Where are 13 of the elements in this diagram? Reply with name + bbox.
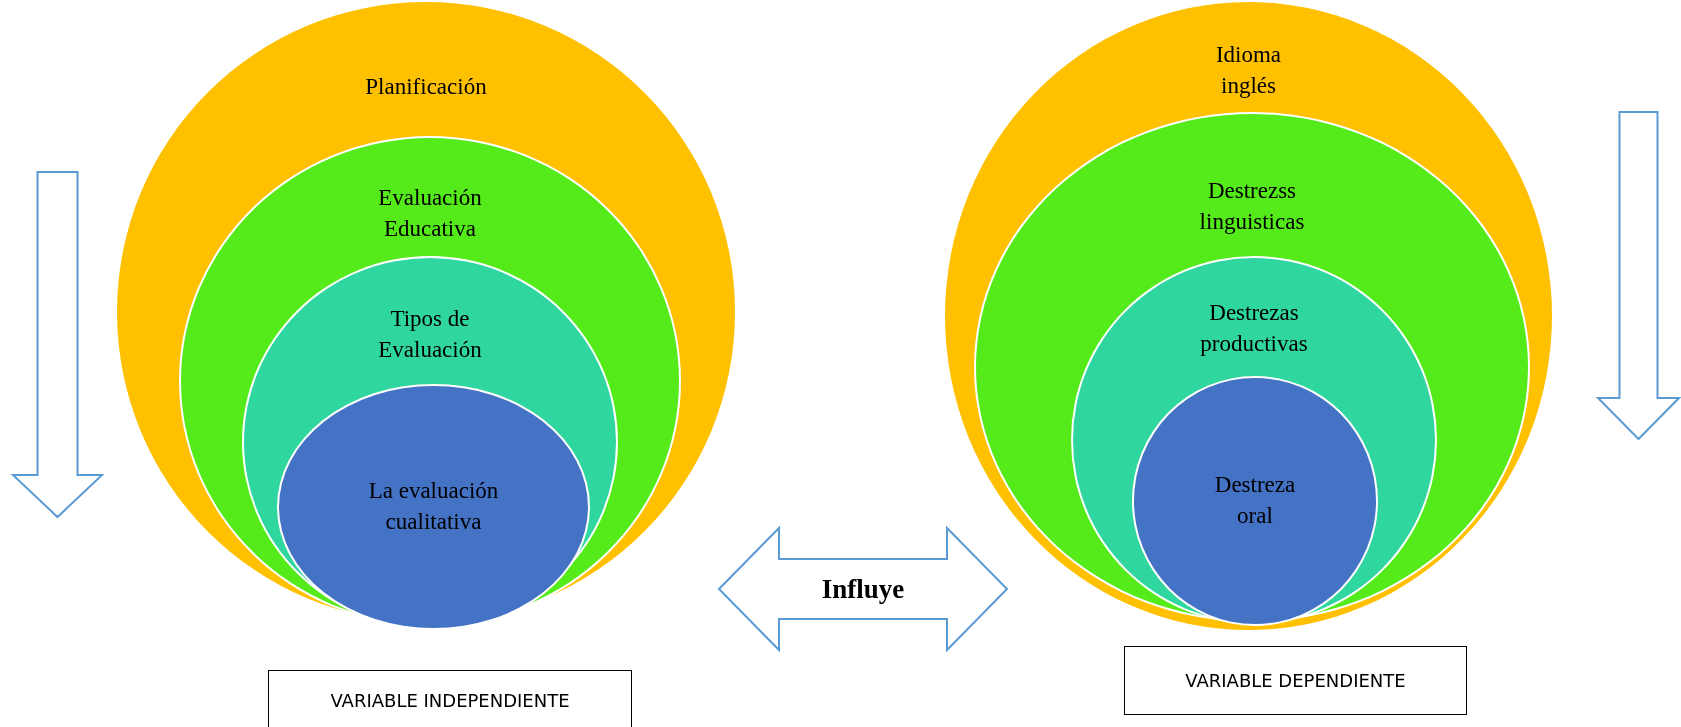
concept-label: Tipos de Evaluación bbox=[377, 305, 483, 364]
concept-label: Destrezss linguisticas bbox=[1198, 177, 1306, 236]
concept-label: VARIABLE INDEPENDIENTE bbox=[330, 689, 570, 711]
label-box bbox=[268, 670, 632, 727]
concept-label: VARIABLE DEPENDIENTE bbox=[1185, 670, 1406, 691]
double-arrow bbox=[717, 525, 1009, 653]
concept-label: La evaluación cualitativa bbox=[367, 477, 500, 536]
concept-label: Destreza oral bbox=[1213, 471, 1297, 530]
concept-label: Idioma inglés bbox=[1214, 41, 1283, 100]
label-box bbox=[1124, 646, 1467, 715]
concept-label: Destrezas productivas bbox=[1199, 299, 1309, 358]
concept-label: Evaluación Educativa bbox=[377, 184, 483, 243]
concept-label: Planificación bbox=[364, 73, 488, 101]
